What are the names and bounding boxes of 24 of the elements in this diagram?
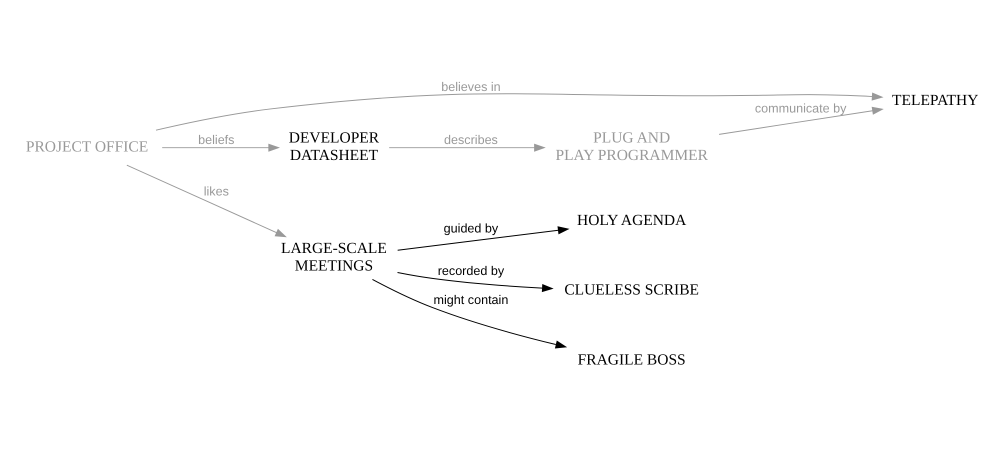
arrow	[372, 278, 568, 348]
edge-label: beliefs	[198, 132, 234, 147]
edge-label: believes in	[441, 79, 501, 94]
edge-label: recorded by	[438, 263, 504, 278]
arrow	[397, 226, 570, 250]
arrow	[156, 92, 884, 130]
edge-label: guided by	[444, 220, 498, 235]
node-text: CLUELESS SCRIBE	[564, 281, 700, 298]
arrow	[388, 143, 546, 152]
arrow	[126, 164, 287, 237]
edge-label: describes	[444, 132, 498, 147]
node-text: PROJECT OFFICE	[26, 138, 148, 155]
arrow	[718, 106, 884, 134]
node-text: DEVELOPER DATASHEET	[288, 129, 380, 164]
node-text: LARGE-SCALE MEETINGS	[281, 240, 387, 274]
node-text: HOLY AGENDA	[577, 211, 686, 228]
node-text: PLUG AND PLAY PROGRAMMER	[555, 129, 708, 164]
node-text: TELEPATHY	[892, 91, 978, 108]
arrow	[162, 143, 280, 152]
edge-label: likes	[204, 184, 229, 198]
arrow	[397, 272, 554, 292]
node-text: FRAGILE BOSS	[578, 350, 686, 368]
edge-label: might contain	[434, 292, 508, 306]
edge-label: communicate by	[754, 100, 846, 115]
